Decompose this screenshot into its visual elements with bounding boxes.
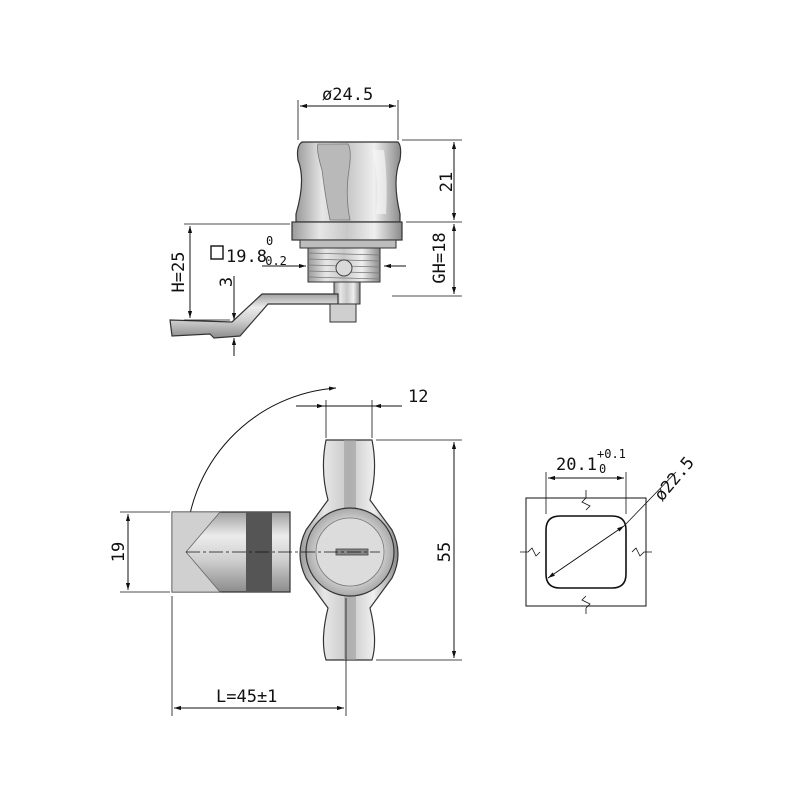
front-view: 12 55 19 L=45±1 xyxy=(109,386,462,716)
break-mark-bottom xyxy=(581,595,591,614)
break-mark-left xyxy=(520,547,541,557)
dim-cam-height: 19 xyxy=(109,542,129,562)
dim-square-tol-lower: -0.2 xyxy=(258,254,287,268)
dim-total-height: H=25 xyxy=(169,252,189,293)
lock-flange xyxy=(291,221,403,241)
dim-cam-length: L=45±1 xyxy=(216,687,277,707)
cutout-shape xyxy=(545,515,627,589)
dim-head-height: 21 xyxy=(437,172,457,192)
lock-cam xyxy=(169,293,339,339)
dim-cutout-tol-upper: +0.1 xyxy=(597,447,626,461)
dim-total-height-front: 55 xyxy=(435,542,455,562)
cutout-view: ø22.5 20.1 +0.1 0 xyxy=(520,447,699,614)
dim-square-value: 19.8 xyxy=(226,247,267,267)
dim-cam-offset: 3 xyxy=(217,277,237,287)
thread-pin xyxy=(335,259,353,277)
break-mark-top xyxy=(581,490,591,511)
lock-head-groove xyxy=(317,143,351,221)
square-symbol xyxy=(210,245,224,260)
dim-cutout-diameter: ø22.5 xyxy=(651,453,699,505)
front-cam-bevel xyxy=(171,511,221,593)
dim-cutout-tol-lower: 0 xyxy=(599,462,606,476)
break-mark-right xyxy=(631,547,652,557)
lock-nut xyxy=(299,239,397,249)
dim-square-tol-upper: 0 xyxy=(266,234,273,248)
dim-head-diameter: ø24.5 xyxy=(322,85,373,105)
dim-grip-height: GH=18 xyxy=(430,232,450,283)
dim-cutout-width: 20.1 xyxy=(556,455,597,475)
lock-head-highlight xyxy=(372,150,387,214)
side-view: ø24.5 21 GH=18 H=25 3 19.8 0 -0.2 xyxy=(169,85,462,356)
dim-cam-width: 12 xyxy=(408,387,428,407)
cam-screw xyxy=(329,303,357,323)
